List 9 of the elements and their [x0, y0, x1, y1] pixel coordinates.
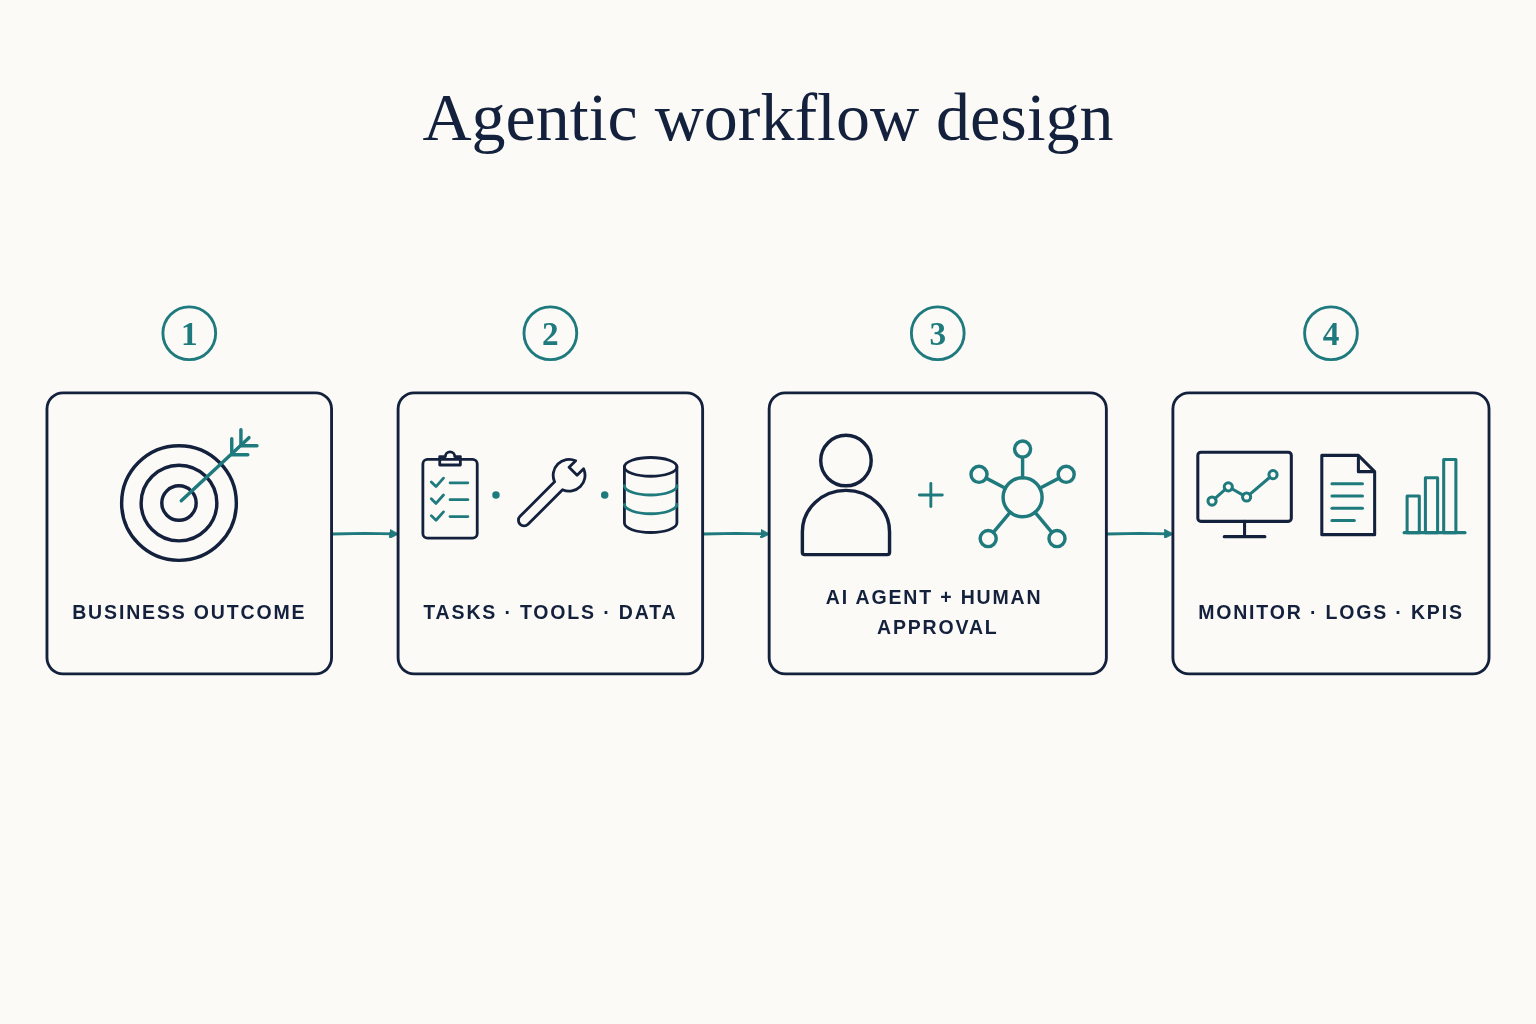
node-box: BUSINESS OUTCOME — [45, 391, 333, 675]
step-number: 1 — [161, 305, 218, 361]
step-number: 4 — [1303, 305, 1359, 361]
step-number: 3 — [909, 305, 966, 361]
title: Agentic workflow design — [422, 78, 1114, 157]
node-box: AI AGENT + HUMAN APPROVAL — [767, 391, 1108, 675]
node-box: TASKS · TOOLS · DATA — [396, 391, 705, 675]
node-box: MONITOR · LOGS · KPIS — [1171, 391, 1491, 675]
step-number: 2 — [522, 305, 579, 361]
